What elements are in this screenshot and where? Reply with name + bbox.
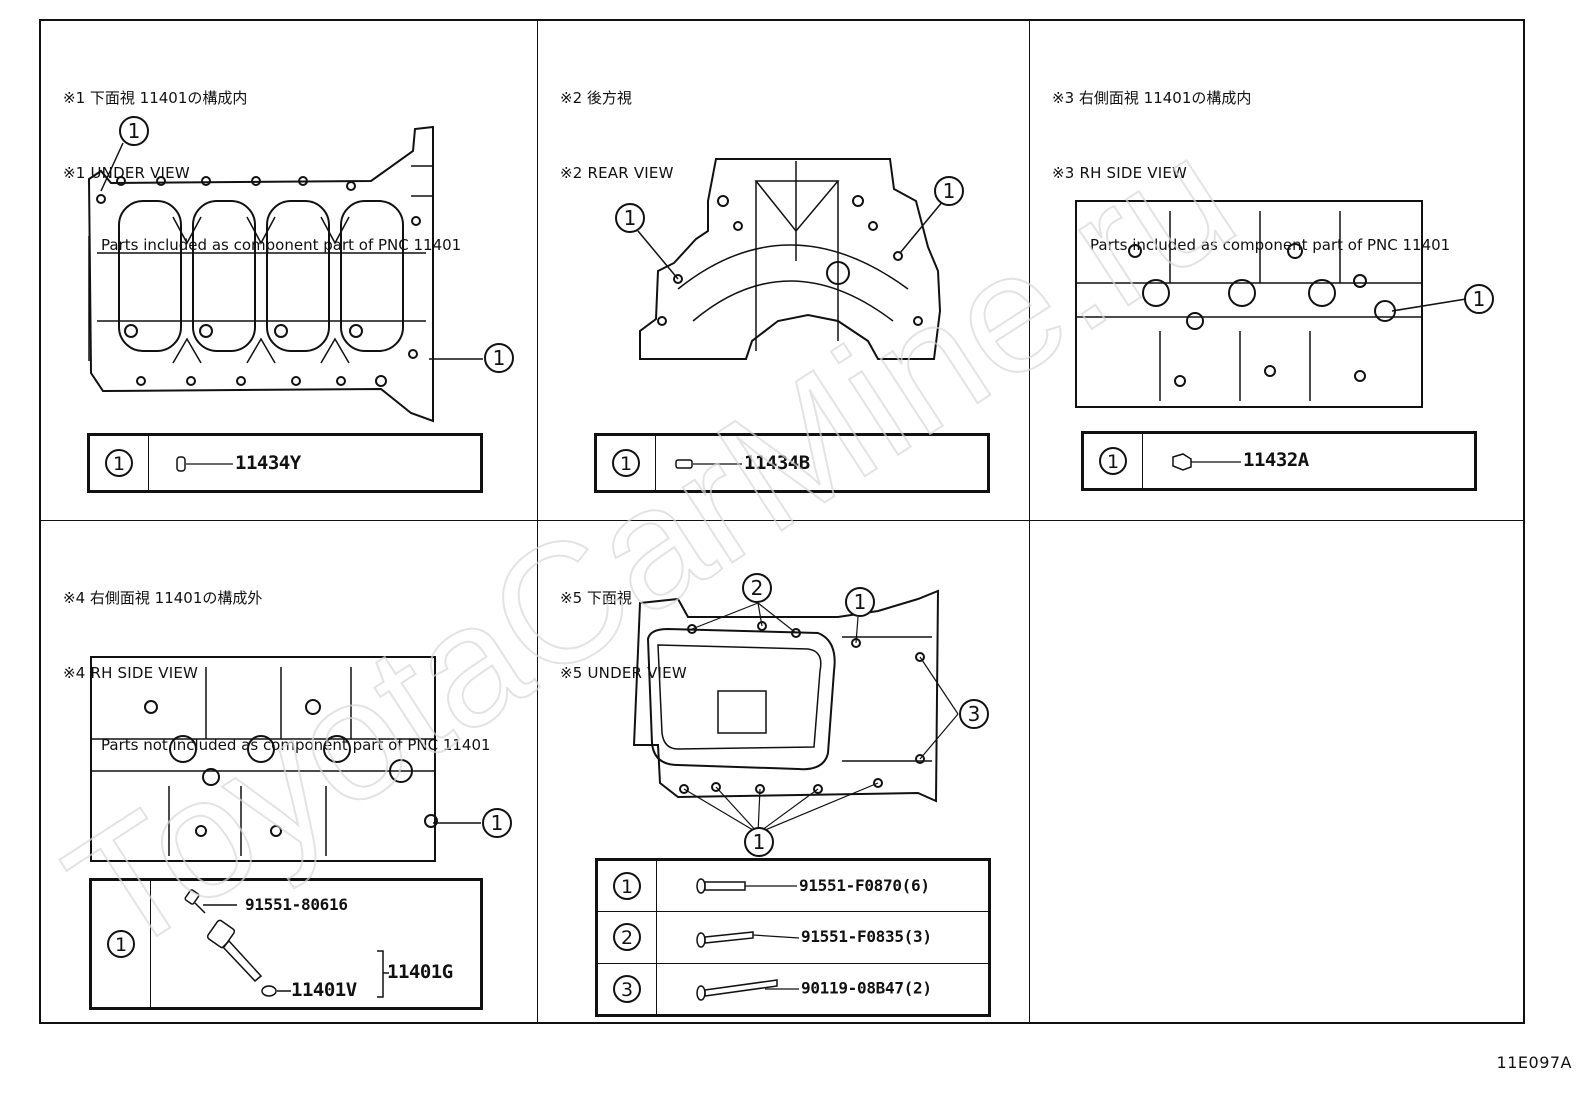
legend-number: 3 bbox=[613, 974, 641, 1003]
panel-title-ja: ※5 下面視 bbox=[560, 589, 632, 607]
callout-1: 1 bbox=[744, 827, 774, 857]
part-number: 91551-F0835(3) bbox=[801, 927, 932, 947]
engine-block-rh-side-drawing bbox=[1075, 200, 1467, 408]
callout-1: 1 bbox=[119, 116, 149, 146]
legend-row: 1 bbox=[91, 880, 481, 1008]
panel-under-view-1: ※1 下面視 11401の構成内 ※1 UNDER VIEW Parts inc… bbox=[41, 21, 538, 521]
part-number: 11434Y bbox=[235, 451, 301, 474]
callout-3: 3 bbox=[959, 699, 989, 729]
engine-block-under-view-drawing bbox=[87, 125, 483, 423]
parts-legend: 1 11432A bbox=[1081, 431, 1477, 491]
panel-header: ※4 右側面視 11401の構成外 ※4 RH SIDE VIEW Parts … bbox=[63, 533, 491, 807]
callout-1: 1 bbox=[615, 203, 645, 233]
dowel-pin-icon bbox=[176, 456, 233, 472]
panel-empty bbox=[1030, 521, 1525, 1024]
legend-number: 1 bbox=[1099, 447, 1127, 475]
stud-bolt-icon bbox=[696, 978, 799, 1001]
callout-1: 1 bbox=[934, 176, 964, 206]
callout-1: 1 bbox=[484, 343, 514, 373]
callout-1: 1 bbox=[482, 808, 512, 838]
diagram-sheet: ※1 下面視 11401の構成内 ※1 UNDER VIEW Parts inc… bbox=[39, 19, 1525, 1024]
panel-title-ja: ※1 下面視 11401の構成内 bbox=[63, 89, 248, 107]
parts-legend: 1 91551-F0870(6) 2 bbox=[595, 858, 991, 1017]
panel-note: Parts included as component part of PNC … bbox=[1090, 236, 1451, 254]
engine-block-rh-side-drawing bbox=[90, 656, 481, 862]
panel-rear-view: ※2 後方視 ※2 REAR VIEW 1 bbox=[538, 21, 1030, 521]
bolt-icon bbox=[696, 930, 800, 948]
part-number: 11401V bbox=[291, 979, 357, 1001]
plug-icon bbox=[1172, 452, 1241, 471]
dowel-pin-icon bbox=[675, 459, 742, 469]
bolt-icon bbox=[696, 878, 797, 895]
callout-1: 1 bbox=[1464, 284, 1494, 314]
legend-number: 1 bbox=[105, 449, 133, 477]
oil-pan-under-view-drawing bbox=[632, 589, 959, 834]
panel-under-view-5: ※5 下面視 ※5 UNDER VIEW bbox=[538, 521, 1030, 1024]
panel-header: ※3 右側面視 11401の構成内 ※3 RH SIDE VIEW Parts … bbox=[1052, 33, 1450, 307]
parts-legend: 1 11434Y bbox=[87, 433, 483, 493]
panel-header: ※1 下面視 11401の構成内 ※1 UNDER VIEW Parts inc… bbox=[63, 33, 461, 307]
panel-header: ※5 下面視 ※5 UNDER VIEW bbox=[560, 533, 687, 735]
callout-1: 1 bbox=[845, 587, 875, 617]
legend-number: 1 bbox=[613, 872, 641, 901]
legend-row: 1 91551-F0870(6) bbox=[597, 859, 989, 913]
assembly-number: 11401G bbox=[387, 961, 453, 983]
engine-block-rear-view-drawing bbox=[637, 158, 944, 360]
part-number: 11432A bbox=[1243, 449, 1309, 472]
legend-number: 1 bbox=[107, 930, 135, 958]
legend-number: 1 bbox=[612, 449, 640, 477]
panel-header: ※2 後方視 ※2 REAR VIEW bbox=[560, 33, 674, 235]
panel-title-en: ※4 RH SIDE VIEW bbox=[63, 664, 199, 682]
legend-row: 3 90119-08B47(2) bbox=[597, 962, 989, 1016]
panel-title-en: ※2 REAR VIEW bbox=[560, 164, 674, 182]
part-number: 11434B bbox=[744, 451, 810, 474]
legend-row: 1 11432A bbox=[1083, 433, 1475, 489]
panel-rh-side-view-included: ※3 右側面視 11401の構成内 ※3 RH SIDE VIEW Parts … bbox=[1030, 21, 1525, 521]
parts-legend: 1 bbox=[89, 878, 483, 1010]
part-number: 90119-08B47(2) bbox=[801, 978, 932, 998]
panel-note: Parts not included as component part of … bbox=[101, 736, 491, 754]
part-number: 91551-F0870(6) bbox=[799, 875, 930, 895]
legend-row: 1 11434Y bbox=[89, 435, 481, 491]
oil-control-valve-icon bbox=[184, 889, 389, 998]
panel-title-ja: ※4 右側面視 11401の構成外 bbox=[63, 589, 263, 607]
figure-id: 11E097A bbox=[1496, 1053, 1572, 1072]
panel-title-en: ※3 RH SIDE VIEW bbox=[1052, 164, 1188, 182]
panel-title-ja: ※2 後方視 bbox=[560, 89, 632, 107]
part-number: 91551-80616 bbox=[245, 895, 348, 914]
legend-number: 2 bbox=[613, 923, 641, 952]
callout-2: 2 bbox=[742, 573, 772, 603]
parts-legend: 1 11434B bbox=[594, 433, 990, 493]
legend-row: 2 91551-F0835(3) bbox=[597, 911, 989, 964]
panel-rh-side-view-not-included: ※4 右側面視 11401の構成外 ※4 RH SIDE VIEW Parts … bbox=[41, 521, 538, 1024]
panel-title-ja: ※3 右側面視 11401の構成内 bbox=[1052, 89, 1252, 107]
panel-title-en: ※5 UNDER VIEW bbox=[560, 664, 687, 682]
legend-row: 1 11434B bbox=[596, 435, 988, 491]
panel-title-en: ※1 UNDER VIEW bbox=[63, 164, 190, 182]
